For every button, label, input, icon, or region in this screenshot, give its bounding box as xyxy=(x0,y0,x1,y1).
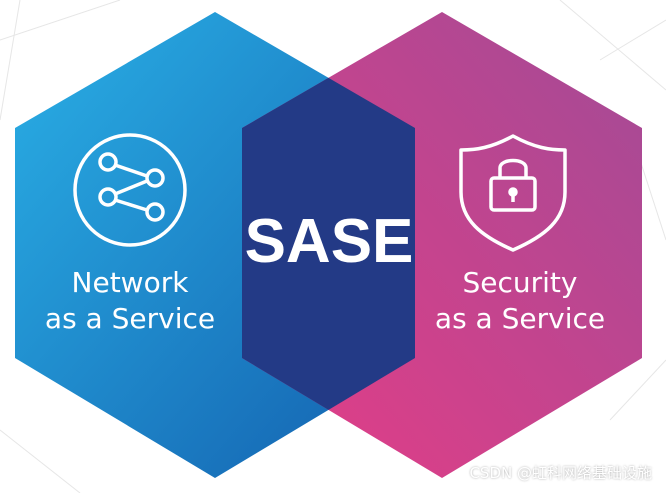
watermark-text: CSDN @虹科网络基础设施 xyxy=(469,464,652,482)
network-label-line2: as a Service xyxy=(45,302,215,335)
overlap-region xyxy=(242,12,415,478)
sase-label: SASE xyxy=(245,207,414,276)
security-label-line2: as a Service xyxy=(435,302,605,335)
share-network-icon xyxy=(73,133,187,247)
shield-lock-icon xyxy=(459,134,567,252)
network-label-line1: Network xyxy=(72,266,190,299)
security-label-line1: Security xyxy=(463,266,578,299)
